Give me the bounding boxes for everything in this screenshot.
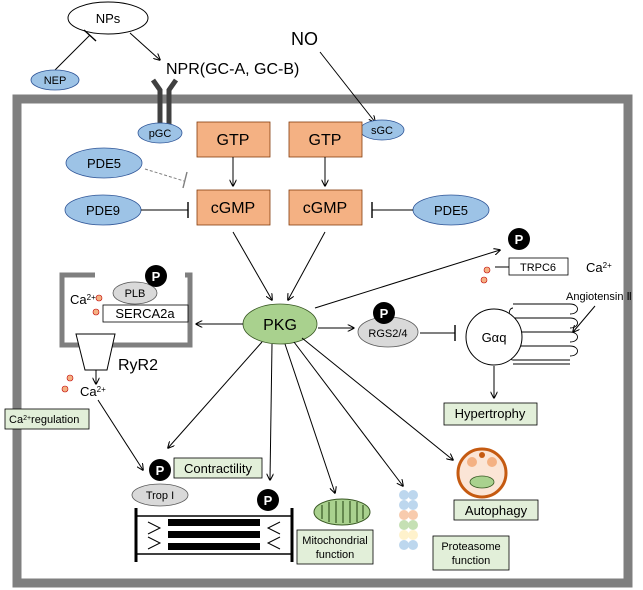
contractility-label: Contractility [184,461,252,476]
sarcomere-phospho [257,489,279,511]
contractility-box [173,457,263,479]
pkg-label: PKG [263,317,297,334]
tropi-oval [131,483,189,507]
ryr2-channel [75,333,116,371]
autophagy-box [453,499,539,521]
nep-inhibition [54,34,91,71]
pde5-left-oval [65,147,143,179]
cell-membrane [12,94,633,588]
ryr2-label: RyR2 [118,357,158,374]
gtp-left-label: GTP [217,132,250,149]
gtp-left-box [196,121,271,158]
svg-text:P: P [264,493,273,508]
hypertrophy-box [443,402,538,426]
svg-text:P: P [156,463,165,478]
nps-label: NPs [96,11,121,26]
nep-oval [30,69,80,91]
mitochondrion-icon [313,498,371,526]
tropi-phospho [149,459,171,481]
angiotensin-label: Angiotensin Ⅱ [566,291,632,303]
mitochondrial-label-1: Mitochondrial [302,535,367,547]
gtp-right-box [288,121,363,158]
ca-cyto-label: Ca2+ [80,384,106,399]
pde5-left-inhibition [144,168,185,182]
serca-label: SERCA2a [115,306,175,321]
cgmp-left-label: cGMP [211,200,255,217]
pde9-label: PDE9 [86,203,120,218]
nep-label: NEP [44,75,67,87]
pde5-right-label: PDE5 [434,203,468,218]
autophagy-label: Autophagy [465,503,528,518]
no-label: NO [291,29,318,49]
ca-sr-label: Ca2+ [70,292,96,307]
plb-label: PLB [125,288,146,300]
ca-regulation-box [4,408,90,430]
pgc-oval [137,122,183,144]
svg-text:P: P [515,232,524,247]
cgmp-right-label: cGMP [303,200,347,217]
svg-text:P: P [152,269,161,284]
no-to-sgc-arrow [319,51,375,122]
trpc6-phospho [508,228,530,250]
gtp-right-label: GTP [309,132,342,149]
plb-phospho [145,265,167,287]
sarcomere [134,508,294,562]
pgc-label: pGC [149,128,172,140]
pkg-to-trpc6-arrow [314,250,500,309]
galpha-label: Gαq [482,330,507,345]
mitochondrial-label-2: function [316,549,355,561]
rgs-phospho [373,302,395,324]
proteasome-label-1: Proteasome [441,541,500,553]
pde5-left-label: PDE5 [87,156,121,171]
nps-oval [67,1,149,35]
galpha-circle [465,308,523,366]
trpc6-label: TRPC6 [520,262,556,274]
tropi-label: Trop I [146,490,174,502]
ca-regulation-label: Ca2+regulation [9,414,79,426]
nps-to-npr-arrow [129,32,160,60]
rgs-label: RGS2/4 [368,328,407,340]
cgmp-left-box [196,189,271,226]
proteasome-icon [399,490,418,550]
autophagosome-icon [456,447,508,499]
pgc-receptor [150,78,179,125]
hypertrophy-label: Hypertrophy [455,406,526,421]
ca-extra-label: Ca2+ [586,260,612,275]
npr-label: NPR(GC-A, GC-B) [166,61,299,78]
serca-box [102,304,189,323]
sgc-label: sGC [371,125,393,137]
plb-oval [112,281,158,305]
svg-text:P: P [380,306,389,321]
proteasome-label-2: function [452,555,491,567]
proteasome-box [432,535,510,571]
mitochondrial-box [296,529,374,565]
cgmp-right-box [288,189,363,226]
